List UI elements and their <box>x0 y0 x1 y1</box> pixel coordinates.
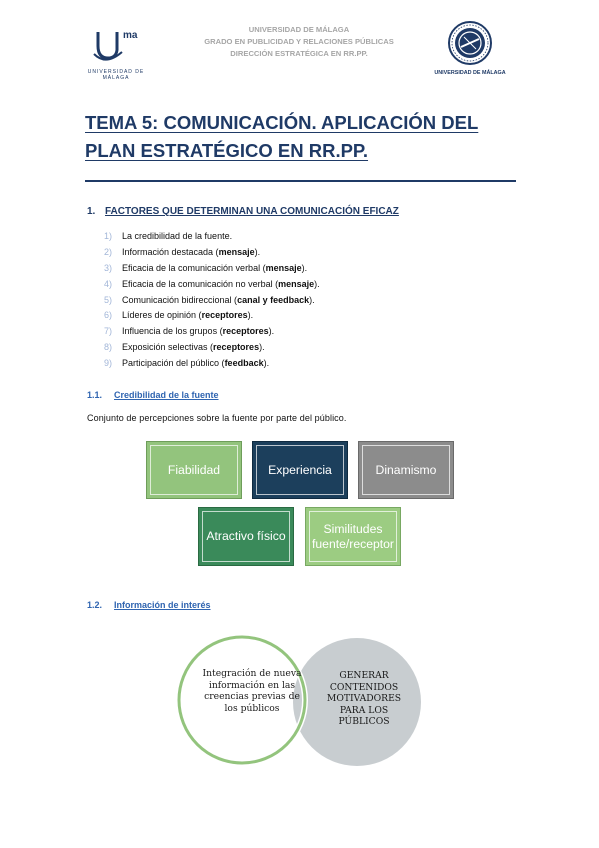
seal-caption: UNIVERSIDAD DE MÁLAGA <box>434 70 506 76</box>
venn-left-text: Integración de nueva información en las … <box>202 668 302 714</box>
svg-text:ma: ma <box>123 30 138 41</box>
list-item: 3)Eficacia de la comunicación verbal (me… <box>104 262 308 273</box>
header-line-course: DIRECCIÓN ESTRATÉGICA EN RR.PP. <box>230 49 368 58</box>
venn-diagram <box>176 634 421 766</box>
box-dinamismo: Dinamismo <box>358 441 454 499</box>
subsection-heading-information: 1.2.Información de interés <box>87 600 211 610</box>
list-item: 5)Comunicación bidireccional (canal y fe… <box>104 294 315 305</box>
list-item: 1)La credibilidad de la fuente. <box>104 231 233 241</box>
header-line-university: UNIVERSIDAD DE MÁLAGA <box>248 25 350 34</box>
list-item: 6)Líderes de opinión (receptores). <box>104 310 254 321</box>
list-item: 2)Información destacada (mensaje). <box>104 246 261 257</box>
section-title: FACTORES QUE DETERMINAN UNA COMUNICACIÓN… <box>105 206 399 217</box>
box-atractivo-fisico: Atractivo físico <box>198 507 294 566</box>
university-seal: UNIVERSIDAD DE MÁLAGA <box>430 20 510 80</box>
list-item: 9)Participación del público (feedback). <box>104 358 270 369</box>
logo-left-caption: UNIVERSIDAD DE MÁLAGA <box>87 69 145 81</box>
subsection-heading-credibility: 1.1.Credibilidad de la fuente <box>87 390 219 400</box>
credibility-description: Conjunto de percepciones sobre la fuente… <box>87 413 347 423</box>
factor-list: 1)La credibilidad de la fuente. 2)Inform… <box>104 229 320 372</box>
section-heading-factors: 1. FACTORES QUE DETERMINAN UNA COMUNICACI… <box>87 206 399 217</box>
seal-icon <box>448 21 492 65</box>
uma-logo: ma UNIVERSIDAD DE MÁLAGA <box>86 24 146 82</box>
header-text: UNIVERSIDAD DE MÁLAGA GRADO EN PUBLICIDA… <box>170 24 428 60</box>
list-item: 4)Eficacia de la comunicación no verbal … <box>104 278 320 289</box>
box-fiabilidad: Fiabilidad <box>146 441 242 499</box>
list-item: 7)Influencia de los grupos (receptores). <box>104 326 275 337</box>
venn-circle-left <box>177 635 307 765</box>
list-item: 8)Exposición selectivas (receptores). <box>104 342 265 353</box>
box-experiencia: Experiencia <box>252 441 348 499</box>
uma-logo-icon: ma <box>93 30 138 61</box>
section-number: 1. <box>87 206 96 217</box>
box-similitudes: Similitudes fuente/receptor <box>305 507 401 566</box>
title-divider <box>85 180 516 182</box>
venn-right-text: GENERAR CONTENIDOS MOTIVADORES PARA LOS … <box>326 670 402 727</box>
venn-circle-right <box>293 638 421 766</box>
page-title: TEMA 5: COMUNICACIÓN. APLICACIÓN DEL PLA… <box>85 112 479 161</box>
header-line-degree: GRADO EN PUBLICIDAD Y RELACIONES PÚBLICA… <box>204 37 394 46</box>
